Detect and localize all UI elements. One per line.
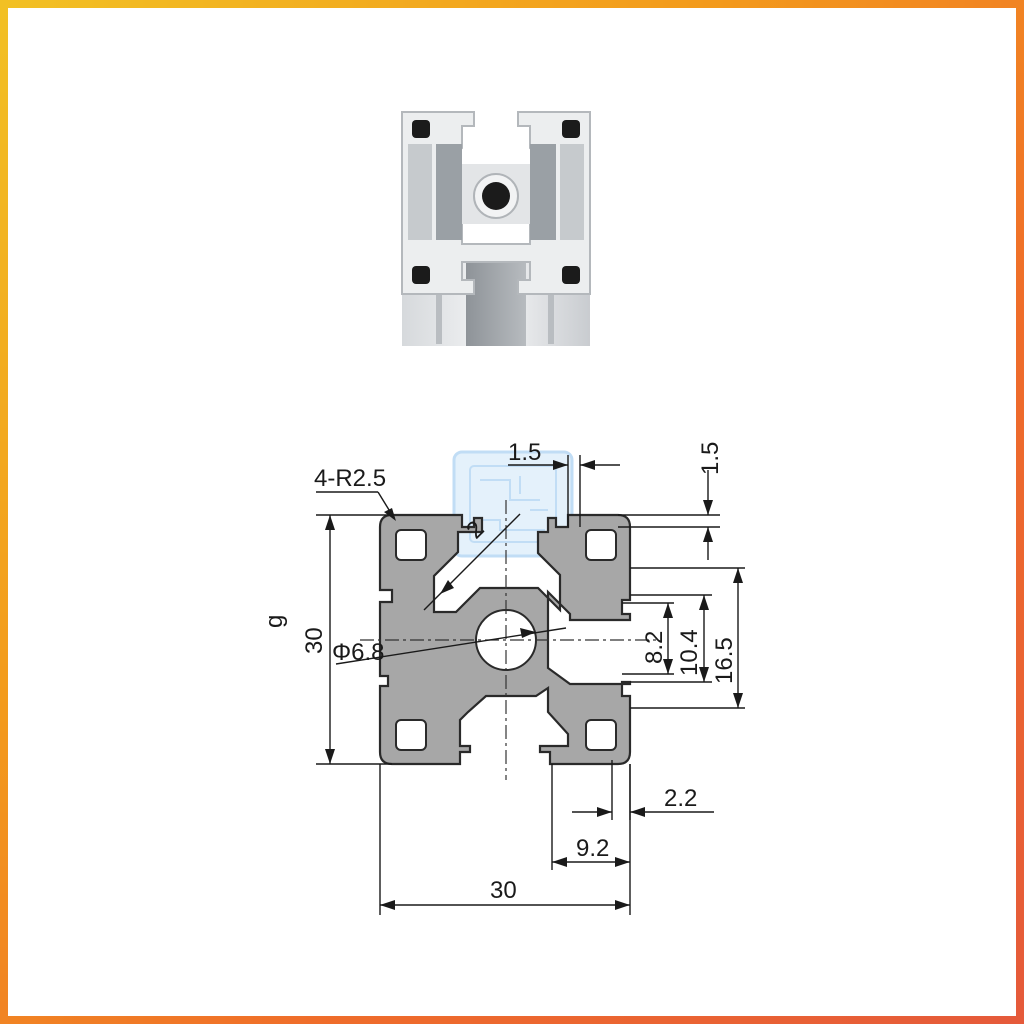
radius-leader xyxy=(316,491,396,521)
label-slot-opening: 8.2 xyxy=(641,631,668,664)
corner-hole xyxy=(395,529,427,561)
extrusion-photo xyxy=(401,111,591,346)
slot-dimensions xyxy=(622,567,745,709)
label-height: 30 xyxy=(301,627,328,654)
label-width: 30 xyxy=(490,877,517,904)
label-slot-inner: 10.4 xyxy=(676,629,703,676)
label-slot-depth: 16.5 xyxy=(711,637,738,684)
label-lip-thickness: 2.2 xyxy=(664,785,697,812)
slot-gap-dimension xyxy=(508,455,620,527)
label-slot-gap: 1.5 xyxy=(508,439,541,466)
corner-hole xyxy=(585,529,617,561)
slot-offset-dimension xyxy=(551,764,630,870)
bore-leader xyxy=(335,627,567,665)
label-side-letter: g xyxy=(261,615,288,628)
web-dimension xyxy=(423,513,521,611)
label-slot-offset: 9.2 xyxy=(576,835,609,862)
lip-dimension xyxy=(572,760,714,820)
circuit-chip-icon xyxy=(452,450,574,558)
label-wall-thickness: 1.5 xyxy=(697,442,724,475)
label-corner-radius: 4-R2.5 xyxy=(314,465,386,492)
corner-hole xyxy=(585,719,617,751)
corner-hole xyxy=(395,719,427,751)
label-bore-diameter: Φ6.8 xyxy=(332,639,385,666)
wall-dimension xyxy=(618,470,720,560)
